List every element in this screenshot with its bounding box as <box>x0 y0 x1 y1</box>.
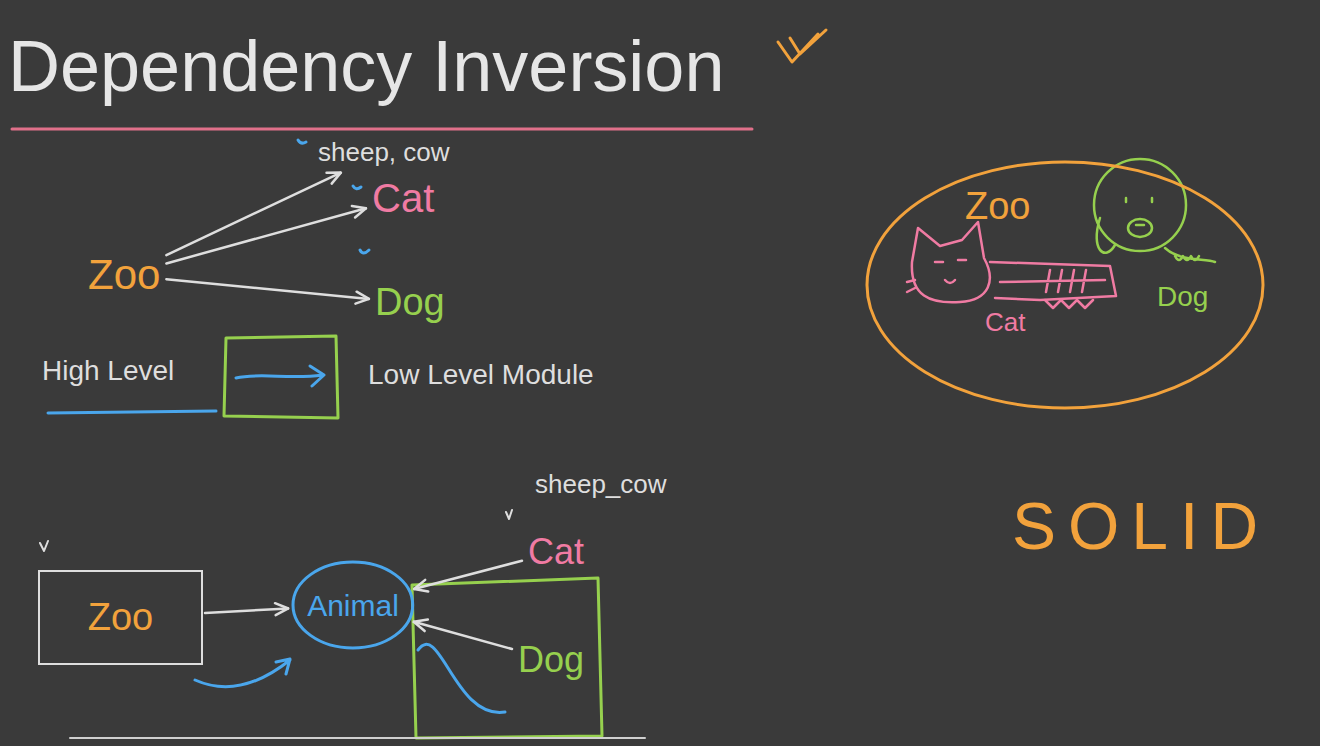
dog-snout <box>1128 219 1152 237</box>
zoo-region: ZooCat Dog <box>865 160 1265 410</box>
dependency-arrow <box>414 561 522 589</box>
low-level-group <box>412 578 602 738</box>
dependency-arrow <box>414 622 512 649</box>
node-text: Animal <box>307 589 399 622</box>
ellipse-outline <box>867 162 1263 408</box>
title-underline <box>12 128 752 131</box>
low-level-module: Cat <box>372 176 434 220</box>
annotation-label: Low Level Module <box>368 360 594 391</box>
abstraction-ellipse: Animal <box>291 560 415 650</box>
low-level-module: Dog <box>518 640 584 680</box>
inversion-curve <box>418 644 505 712</box>
dog-paw <box>1165 248 1215 262</box>
dog-face <box>1126 198 1152 225</box>
scribble-mark <box>778 30 826 62</box>
page-title: Dependency Inversion <box>8 30 724 102</box>
inversion-arrow <box>195 659 290 687</box>
low-level-module: Cat <box>528 532 584 572</box>
node-text: Dog <box>1157 282 1208 313</box>
node-text: Dog <box>375 282 445 324</box>
low-level-module: sheep, cow <box>318 138 450 167</box>
node-text: Zoo <box>965 186 1030 228</box>
ellipse-outline <box>293 562 413 648</box>
dependency-arrow <box>166 279 369 299</box>
node-text: Cat <box>372 176 434 220</box>
dependency-arrow <box>166 208 366 263</box>
dependency-arrow <box>166 173 340 256</box>
node-text: sheep, cow <box>318 138 450 167</box>
dog-ear <box>1097 218 1115 253</box>
dependency-arrow <box>205 608 288 612</box>
baseline-rule <box>70 737 645 739</box>
low-level-module: Dog <box>375 282 445 324</box>
high-level-module: Zoo <box>88 252 160 298</box>
node-text: Zoo <box>88 597 153 639</box>
low-level-module: sheep_cow <box>535 470 667 499</box>
dog-head <box>1094 159 1186 251</box>
cat-head <box>912 222 990 302</box>
animal-label: Dog <box>1157 282 1208 313</box>
check-mark <box>40 510 512 551</box>
dependency-arrow <box>236 366 324 386</box>
node-text: Cat <box>528 532 584 572</box>
node-text: Dog <box>518 640 584 680</box>
cat-drawing <box>907 222 1116 308</box>
cat-face <box>907 260 966 292</box>
node-text: Zoo <box>88 252 160 298</box>
animal-label: Cat <box>985 308 1025 337</box>
label-underline <box>48 411 216 413</box>
dependency-box <box>224 336 338 418</box>
annotation-label: SOLID <box>1012 490 1270 563</box>
module-box: Zoo <box>38 570 203 665</box>
annotation-label: High Level <box>42 356 174 387</box>
node-text: Cat <box>985 308 1025 337</box>
fish-ribs <box>1000 270 1105 308</box>
node-text: sheep_cow <box>535 470 667 499</box>
